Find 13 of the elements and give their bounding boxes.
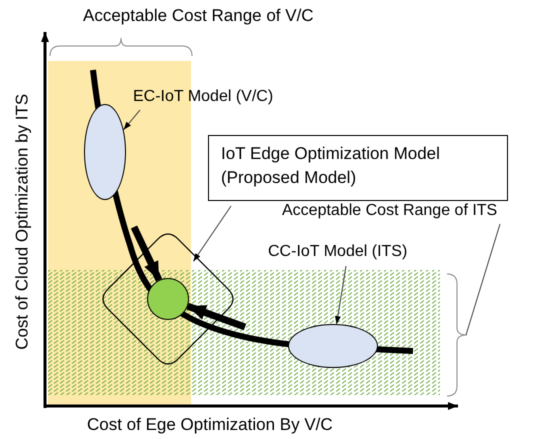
axis-label: Cost of Ege Optimization By V/C: [87, 415, 333, 435]
model-label: EC-IoT Model (V/C): [133, 88, 274, 106]
range-label: Acceptable Cost Range of V/C: [83, 6, 314, 26]
leader-line: [192, 206, 232, 262]
model-label-box: IoT Edge Optimization Model (Proposed Model): [208, 135, 508, 201]
bracket: [446, 273, 468, 397]
axis-label: Cost of Cloud Optimization by ITS: [12, 94, 32, 350]
range-label: Acceptable Cost Range of ITS: [282, 202, 498, 220]
leader-line: [123, 110, 140, 130]
arrow: [130, 226, 162, 282]
leader-line: [466, 224, 500, 336]
arrow: [186, 302, 246, 330]
model-label: CC-IoT Model (ITS): [268, 243, 408, 262]
